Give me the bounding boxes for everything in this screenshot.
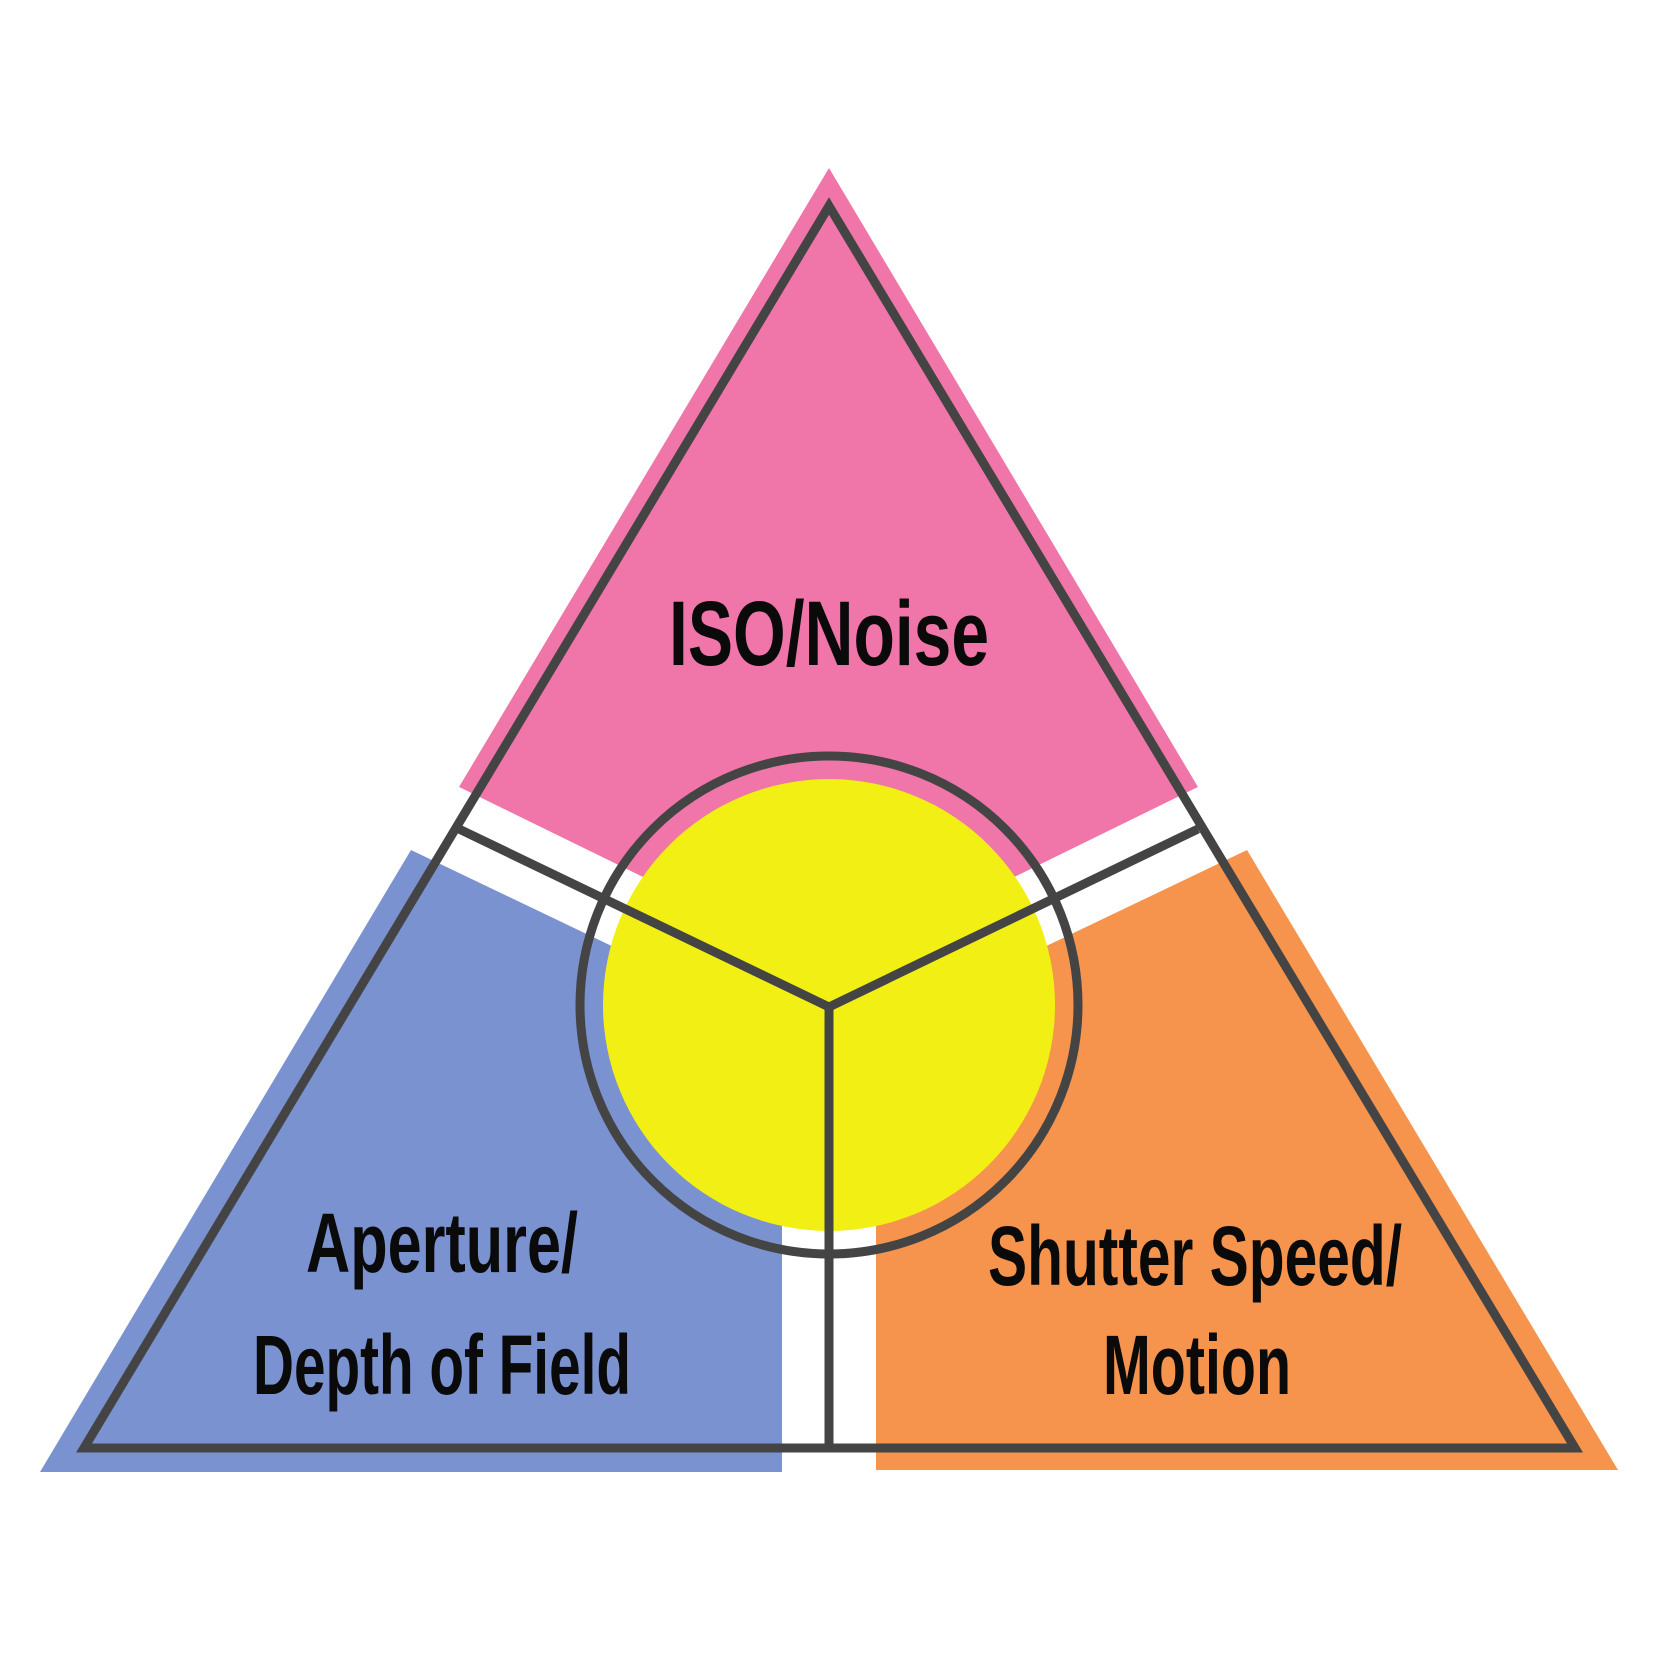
- aperture-label-line2: Depth of Field: [253, 1318, 631, 1412]
- shutter-segment: [876, 850, 1618, 1470]
- aperture-segment: [40, 850, 782, 1472]
- divider-right: [827, 824, 1200, 1012]
- iso-label: ISO/Noise: [669, 583, 989, 685]
- aperture-label-line1: Aperture/: [306, 1196, 578, 1290]
- shutter-label-line2: Motion: [1103, 1318, 1291, 1412]
- outline-group: [76, 197, 1583, 1453]
- iso-segment: [459, 168, 1198, 968]
- divider-left: [457, 824, 831, 1012]
- shutter-label-line1: Shutter Speed/: [988, 1209, 1402, 1303]
